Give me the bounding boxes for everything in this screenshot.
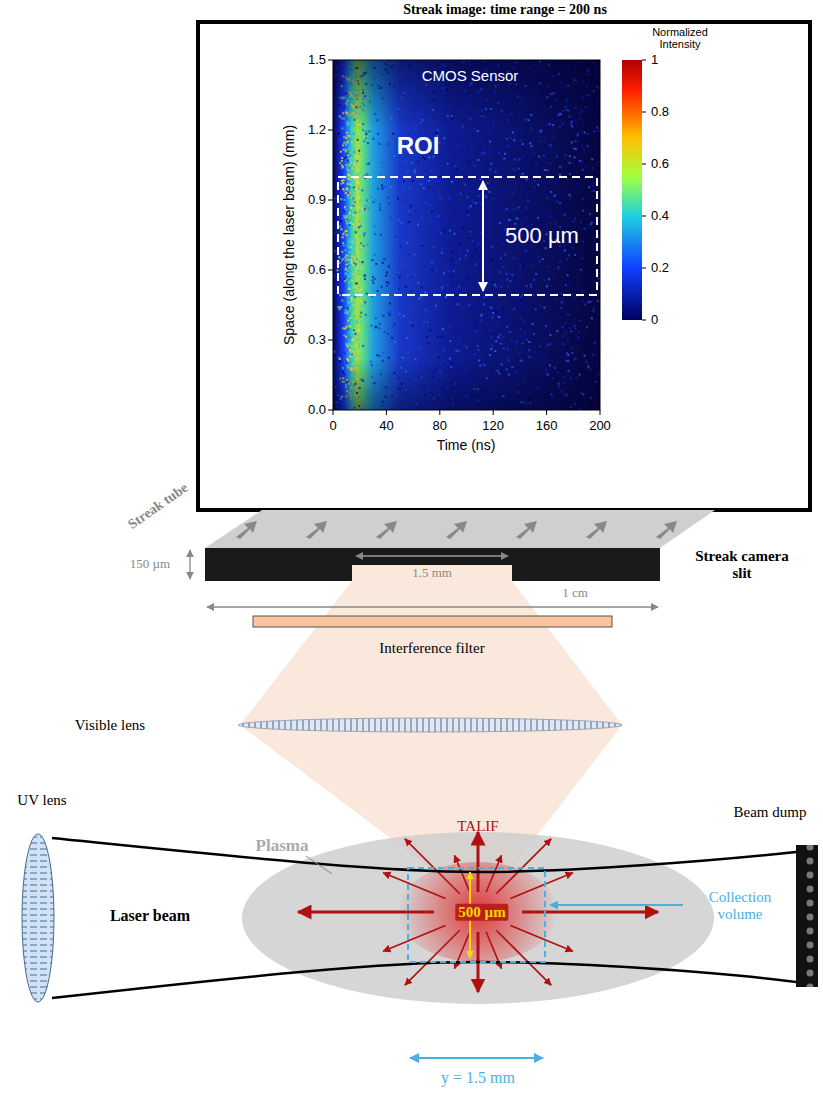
tick-label: 160	[536, 419, 558, 433]
figure-title: Streak image: time range = 200 ns	[403, 2, 607, 18]
tick	[386, 410, 387, 415]
emission-ray	[486, 855, 501, 892]
tube-arrow	[306, 521, 327, 539]
tick	[642, 60, 646, 61]
laser-beam-edge	[52, 838, 796, 872]
plasma	[242, 832, 714, 1004]
tick	[333, 410, 334, 415]
emission-ray	[477, 832, 480, 892]
dimension-arrow	[356, 555, 508, 556]
sensor-label: CMOS Sensor	[422, 68, 519, 85]
colorbar-tick: 0	[651, 313, 658, 327]
tick	[642, 268, 646, 269]
colorbar-tick: 1	[651, 53, 658, 67]
tick	[328, 410, 333, 411]
leader-arrow	[550, 904, 683, 906]
tick	[439, 410, 440, 415]
beam-dump	[796, 845, 818, 987]
emission-ray	[405, 839, 460, 894]
tube-arrow	[446, 521, 467, 539]
colorbar-tick: 0.6	[651, 157, 669, 171]
tick-label: 0.6	[308, 263, 326, 277]
tick-label: 0.9	[308, 193, 326, 207]
interference-filter	[253, 616, 612, 627]
laser-beam-edge	[52, 962, 796, 998]
tick-label: 80	[433, 419, 447, 433]
tick	[328, 340, 333, 341]
streak-tube	[205, 510, 715, 548]
slit-opening	[352, 565, 512, 582]
tube-arrow	[656, 521, 677, 539]
visible-lens	[238, 718, 622, 732]
tick	[328, 200, 333, 201]
tick	[642, 112, 646, 113]
tick	[642, 164, 646, 165]
tick-label: 0	[329, 419, 336, 433]
emission-ray	[496, 930, 551, 985]
tick-label: 40	[379, 419, 393, 433]
slit-light	[352, 565, 512, 582]
streak-heatmap	[333, 60, 600, 410]
axis-ticks	[328, 60, 646, 415]
dimension-arrow	[410, 1057, 543, 1059]
tube-arrow	[236, 521, 257, 539]
emission-ray	[383, 926, 445, 952]
tick	[328, 60, 333, 61]
tick	[600, 410, 601, 415]
axis-title: Time (ns)	[437, 438, 496, 453]
tube-arrows	[236, 521, 677, 539]
colorbar-title: Normalized Intensity	[645, 26, 715, 50]
colorbar-tick: 0.8	[651, 105, 669, 119]
emission-ray	[511, 926, 573, 952]
emission-ray	[511, 873, 573, 899]
roi-arrow	[482, 181, 484, 291]
dimension-label: 500 µm	[505, 224, 579, 248]
image-frame	[198, 22, 810, 510]
roi-box	[338, 177, 597, 295]
tube-arrow	[586, 521, 607, 539]
roi-label: ROI	[397, 133, 440, 159]
emission-ray	[298, 911, 434, 914]
dimension-arrow	[207, 606, 658, 607]
tick-label: 1.5	[308, 53, 326, 67]
heatmap-noise	[333, 60, 600, 409]
tick	[493, 410, 494, 415]
emission-ray	[455, 855, 470, 892]
tube-arrow	[516, 521, 537, 539]
heatmap-fade	[333, 60, 600, 410]
tick	[642, 216, 646, 217]
tick-label: 1.2	[308, 123, 326, 137]
colorbar-tick: 0.4	[651, 209, 669, 223]
dimension-arrow	[189, 550, 190, 579]
tick	[546, 410, 547, 415]
tick-label: 0.3	[308, 333, 326, 347]
tick	[328, 130, 333, 131]
collection-volume	[408, 868, 545, 962]
tube-arrow	[376, 521, 397, 539]
axis-title: Space (along the laser beam) (mm)	[282, 125, 297, 345]
uv-lens	[22, 834, 54, 1002]
emission-ray	[383, 873, 445, 899]
tick-label: 200	[589, 419, 611, 433]
tick	[328, 270, 333, 271]
slit-bar	[205, 548, 660, 581]
tick-label: 0.0	[308, 403, 326, 417]
emission-ray	[522, 911, 658, 914]
leader-line	[306, 856, 332, 874]
colorbar-tick: 0.2	[651, 261, 669, 275]
plot-axes	[333, 60, 600, 410]
tick-label: 120	[482, 419, 504, 433]
colorbar	[622, 60, 642, 320]
tick	[642, 320, 646, 321]
